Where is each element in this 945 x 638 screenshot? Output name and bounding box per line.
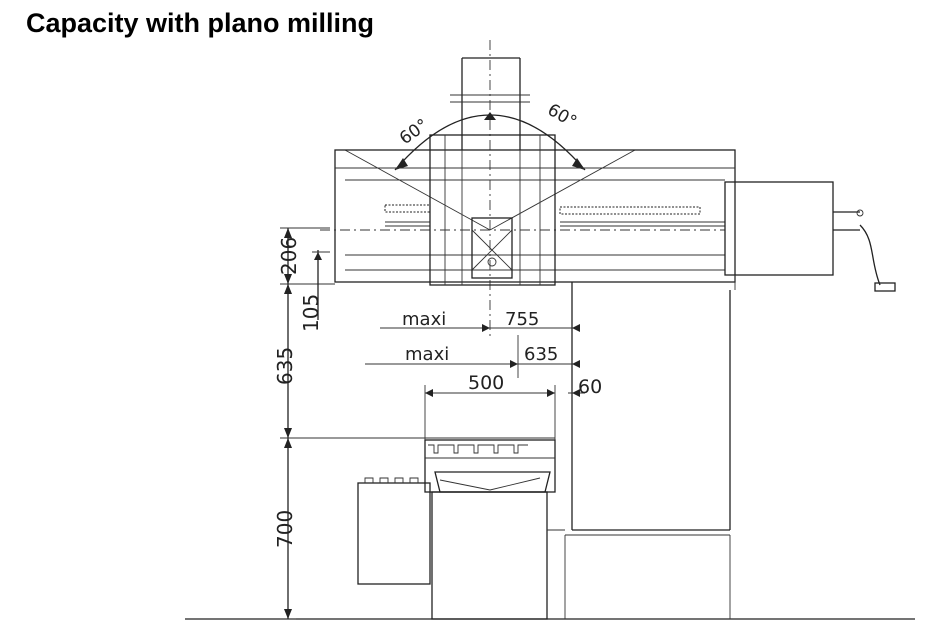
- dim-maxi-2: maxi: [405, 344, 449, 365]
- dim-105: 105: [299, 294, 323, 332]
- dim-206: 206: [277, 237, 301, 275]
- horizontal-dimensions: [365, 324, 585, 440]
- angle-right-label: 60°: [544, 100, 580, 132]
- page-title: Capacity with plano milling: [26, 8, 375, 38]
- dim-700: 700: [273, 510, 297, 548]
- vertical-dimension: [280, 227, 555, 620]
- spindle-quill: [461, 57, 521, 150]
- dim-635-horizontal: 635: [524, 344, 558, 365]
- dim-500: 500: [468, 372, 504, 394]
- knee: [357, 477, 565, 620]
- leadscrew: [384, 204, 725, 227]
- dim-635-vertical: 635: [273, 347, 297, 385]
- angle-indicator: [344, 112, 636, 231]
- angle-left-label: 60°: [396, 115, 432, 149]
- column: [564, 282, 731, 619]
- machine-table: [424, 439, 556, 493]
- dim-maxi-1: maxi: [402, 309, 446, 330]
- crossrail: [320, 149, 736, 283]
- handwheel-crank: [833, 209, 896, 292]
- dim-60: 60: [578, 376, 602, 398]
- milling-head: [429, 134, 556, 286]
- dim-755: 755: [505, 309, 539, 330]
- gearbox: [724, 181, 834, 290]
